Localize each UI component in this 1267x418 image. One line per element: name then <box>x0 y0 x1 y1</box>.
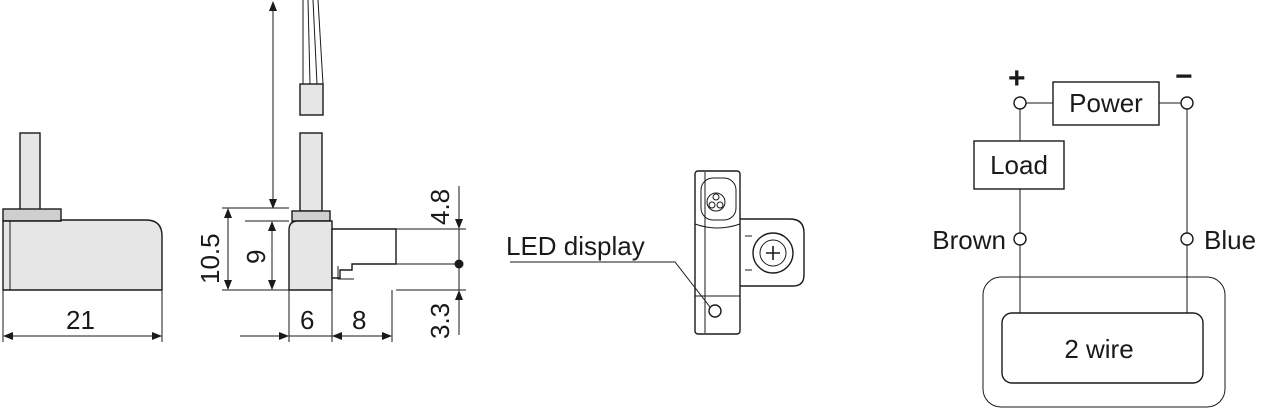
terminal-minus <box>1180 96 1194 110</box>
terminal-minus-symbol: − <box>1175 60 1193 93</box>
load-label: Load <box>990 150 1048 180</box>
dim-base-a-label: 6 <box>300 305 314 335</box>
dim-width-label: 21 <box>66 305 95 335</box>
sensor-body <box>2 219 163 291</box>
dim-offset-bottom-label: 3.3 <box>425 303 455 339</box>
led-view: LED display <box>506 170 805 335</box>
terminal-blue <box>1180 232 1194 246</box>
terminal-plus-symbol: + <box>1008 62 1026 95</box>
led-callout-leader <box>510 261 711 308</box>
side-view-dimensioned: 10.5 9 4.8 3.3 6 8 <box>195 0 466 342</box>
wiring-diagram: + − Power Load Brown Blue 2 wire <box>932 60 1256 408</box>
led-indicator-icon <box>708 304 722 318</box>
dim-height-body-label: 9 <box>241 250 271 264</box>
screw-inner <box>759 239 787 267</box>
sensor-body-2 <box>288 220 333 291</box>
dim-height-total-label: 10.5 <box>195 233 225 284</box>
cable-collar-2 <box>291 210 331 222</box>
blue-label: Blue <box>1204 225 1256 255</box>
adjust-knob-icon <box>706 192 726 212</box>
reference-point <box>454 259 464 269</box>
sensor-outer-box <box>982 276 1226 408</box>
screw-cross-icon <box>766 246 780 260</box>
sensor-inner-box <box>1001 312 1204 384</box>
led-housing <box>694 170 741 335</box>
led-callout-label: LED display <box>506 231 645 261</box>
sensor-type-label: 2 wire <box>1064 334 1133 364</box>
power-box <box>1052 81 1160 126</box>
side-view-left: 21 <box>2 132 163 342</box>
cable-stub <box>19 132 41 212</box>
cable-stub-2 <box>299 132 323 212</box>
terminal-plus <box>1013 96 1027 110</box>
load-box <box>973 140 1065 190</box>
terminal-brown <box>1013 232 1027 246</box>
dim-base-b-label: 8 <box>352 305 366 335</box>
power-label: Power <box>1069 88 1143 118</box>
cable-collar <box>2 208 62 222</box>
cable-wires <box>302 0 324 85</box>
led-window <box>700 177 737 221</box>
dim-offset-top-label: 4.8 <box>425 189 455 225</box>
sensor-tab <box>331 228 397 279</box>
brown-label: Brown <box>932 225 1006 255</box>
cable-plug <box>299 83 324 116</box>
